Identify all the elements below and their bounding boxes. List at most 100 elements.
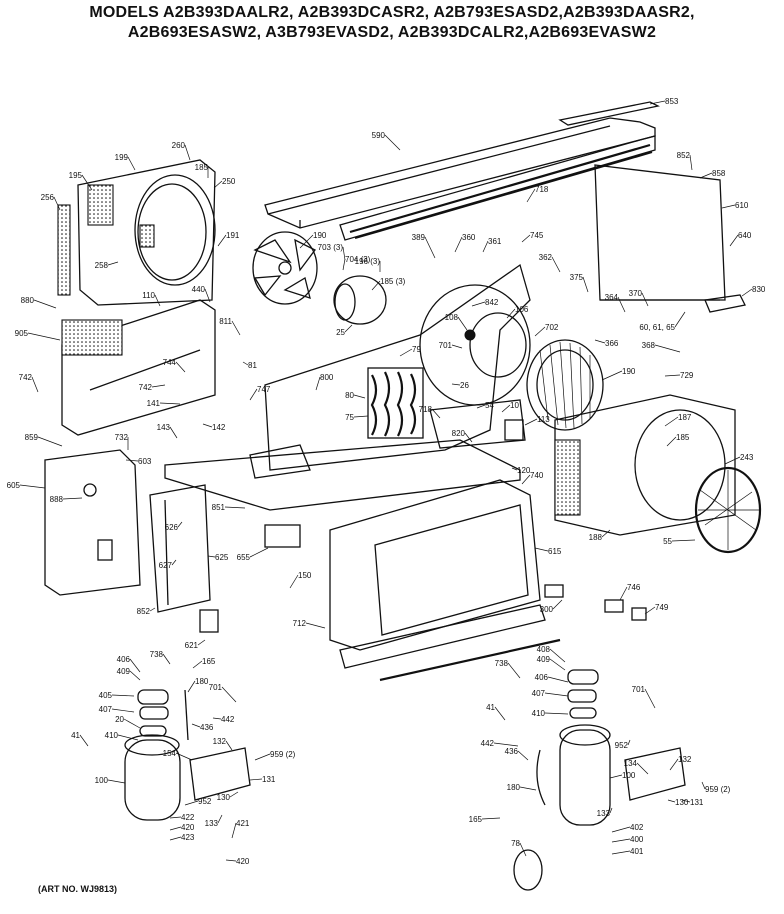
part-number-label: 621 [185, 641, 199, 650]
leader-line [526, 188, 536, 203]
part-number-label: 402 [630, 823, 644, 832]
part-number-label: 26 [460, 381, 469, 390]
part-number-label: 130 [217, 793, 231, 802]
part-number-label: 108 [445, 313, 459, 322]
leader-line [701, 781, 706, 790]
leader-line [225, 859, 237, 862]
leader-line [125, 459, 139, 462]
leader-line [547, 676, 569, 683]
center-bulkhead [249, 263, 531, 479]
clip [604, 599, 624, 613]
part-number-label: 41 [71, 731, 80, 740]
leader-line [31, 376, 39, 393]
leader-line [494, 706, 506, 721]
leader-line [666, 436, 677, 447]
part-number-label: 130 [675, 798, 689, 807]
leader-line [249, 547, 269, 558]
leader-line [249, 388, 258, 401]
part-number-label: 199 [115, 153, 129, 162]
part-number-label: 370 [629, 289, 643, 298]
part-number-label: 196 (3) [355, 257, 381, 266]
part-number-label: 165 [202, 657, 216, 666]
leader-line [117, 734, 139, 741]
leader-line [471, 301, 486, 307]
part-number-label: 60, 61, 65 [639, 323, 675, 332]
leader-line [649, 100, 666, 105]
leader-line [601, 370, 623, 381]
part-number-label: 701 [209, 683, 223, 692]
leader-line [431, 408, 441, 419]
part-number-label: 626 [165, 523, 179, 532]
leader-line [127, 156, 136, 171]
leader-line [107, 261, 119, 266]
leader-line [681, 799, 691, 803]
part-number-label: 187 [678, 413, 692, 422]
part-number-label: 436 [505, 747, 519, 756]
leader-line [33, 299, 57, 309]
leader-line [169, 836, 182, 841]
part-number-label: 410 [105, 731, 119, 740]
part-number-label: 703 (3) [318, 243, 344, 252]
leader-line [154, 294, 161, 307]
leader-line [611, 850, 631, 855]
part-number-label: 702 [545, 323, 559, 332]
leader-line [81, 174, 93, 191]
part-number-label: 701 [632, 685, 646, 694]
part-number-label: 120 [517, 466, 531, 475]
part-number-label: 718 [535, 185, 549, 194]
art-number: (ART NO. WJ9813) [38, 884, 118, 894]
part-number-label: 80 [345, 391, 354, 400]
partition-panel [61, 299, 216, 436]
leader-line [636, 762, 649, 775]
leader-line [601, 529, 611, 538]
leader-line [202, 423, 213, 428]
part-number-label: 190 [313, 231, 327, 240]
part-number-label: 420 [236, 857, 250, 866]
leader-line [641, 292, 649, 307]
leader-line [669, 758, 679, 771]
part-number-label: 820 [452, 429, 466, 438]
part-number-label: 185 (3) [380, 277, 406, 286]
part-number-label: 180 [195, 677, 209, 686]
leader-line [741, 288, 753, 297]
leader-line [111, 708, 135, 713]
leader-line [451, 383, 461, 386]
leader-line [187, 680, 196, 693]
part-number-label: 368 [642, 341, 656, 350]
part-number-label: 191 [226, 231, 240, 240]
leader-line [353, 394, 366, 399]
leader-line [511, 467, 518, 471]
leader-line [424, 236, 436, 259]
leader-line [159, 402, 181, 405]
part-number-label: 625 [215, 553, 229, 562]
part-number-label: 800 [320, 373, 334, 382]
leader-line [454, 236, 463, 253]
leader-line [191, 723, 201, 728]
condenser-fan-blade [252, 231, 318, 305]
clip [631, 607, 647, 621]
part-number-label: 640 [738, 231, 752, 240]
part-number-label: 440 [192, 285, 206, 294]
diagram-title: MODELS A2B393DAALR2, A2B393DCASR2, A2B79… [89, 4, 695, 21]
leader-line [457, 316, 468, 331]
part-number-label: 41 [486, 703, 495, 712]
leader-line [217, 814, 223, 824]
leader-line [107, 779, 126, 784]
heater-element [367, 367, 424, 439]
part-number-label: 742 [139, 383, 153, 392]
leader-line [644, 606, 656, 615]
part-number-label: 436 [200, 723, 214, 732]
leader-line [342, 258, 346, 271]
leader-line [344, 324, 353, 333]
part-number-label: 360 [462, 233, 476, 242]
part-number-label: 78 [511, 839, 520, 848]
part-number-label: 81 [248, 361, 257, 370]
part-number-label: 732 [115, 433, 129, 442]
diagram-subtitle: A2B693ESASW2, A3B793EVASD2, A2B393DCALR2… [127, 24, 657, 41]
leader-line [519, 786, 537, 791]
leader-line [729, 234, 739, 247]
leader-line [619, 586, 628, 601]
part-number-label: 959 (2) [705, 785, 731, 794]
